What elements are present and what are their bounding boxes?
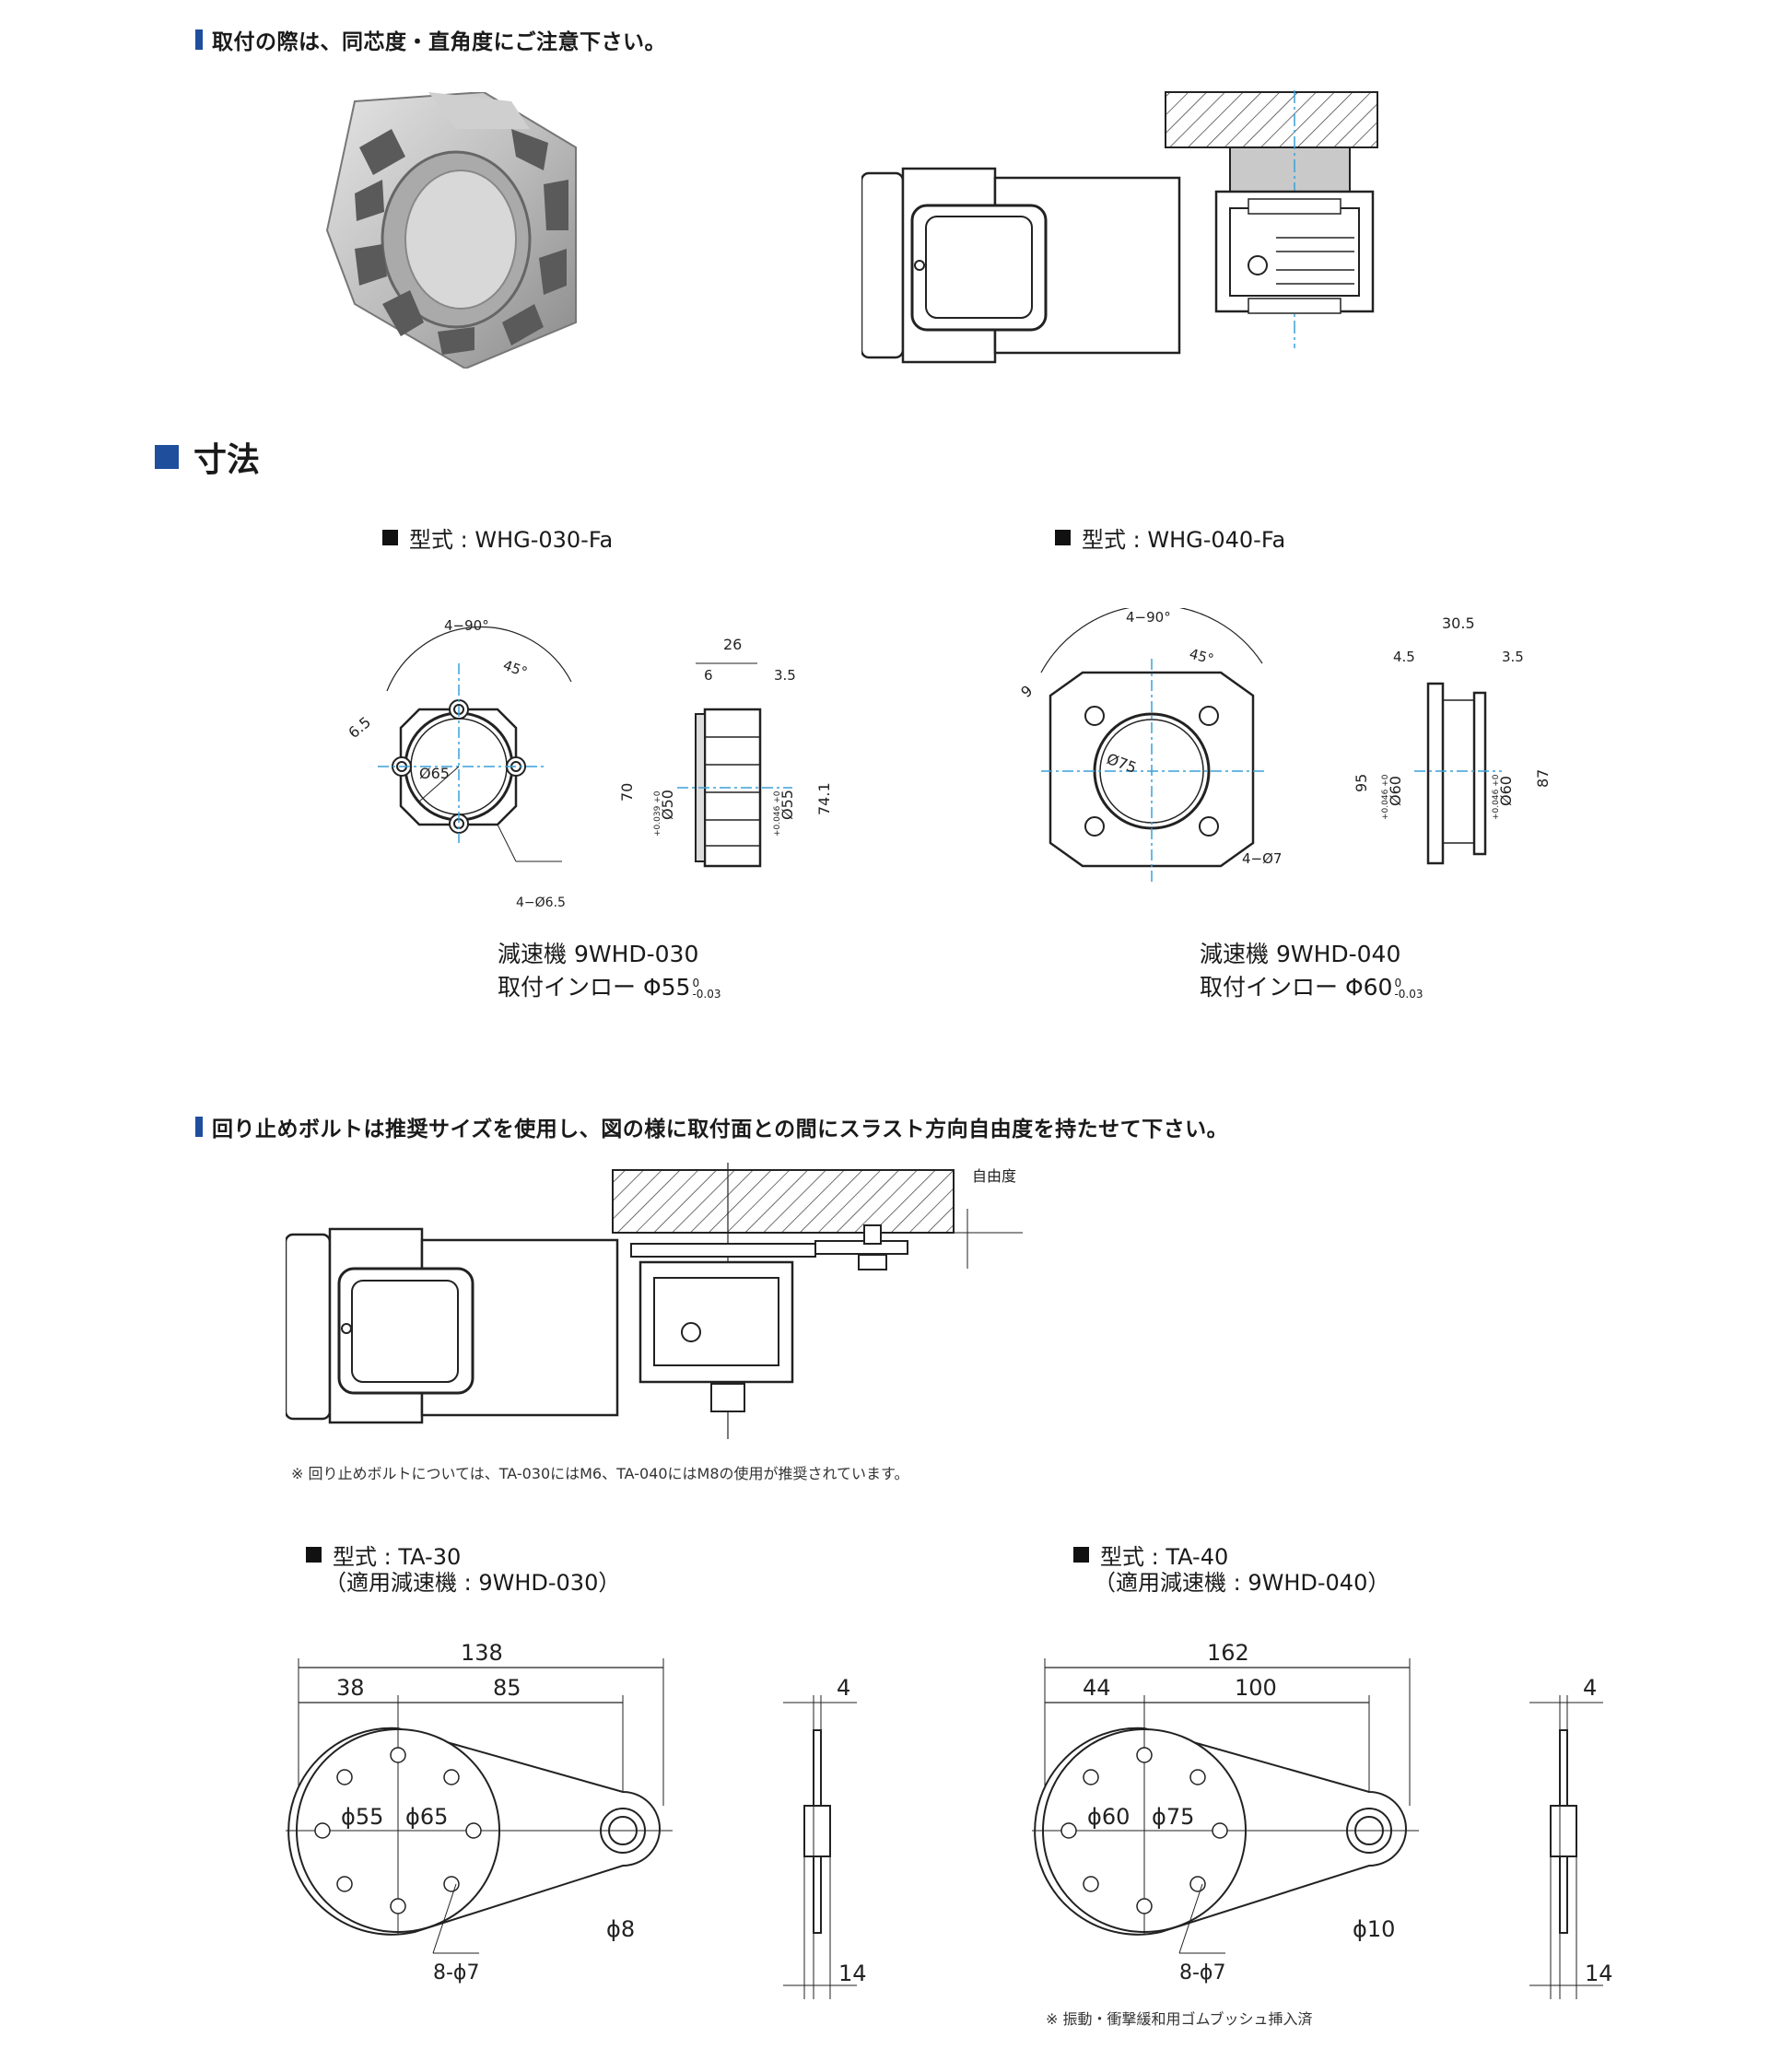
dim-right: 85: [493, 1675, 521, 1701]
dim-left: 38: [336, 1675, 365, 1701]
dim-holes: 8-ϕ7: [433, 1961, 479, 1984]
dim-right: 100: [1235, 1675, 1277, 1701]
dim-d65: ϕ65: [405, 1804, 448, 1830]
dim-holes: 4−Ø6.5: [516, 896, 566, 910]
dim-d65: Ø65: [419, 765, 450, 782]
dim-holes: 8-ϕ7: [1179, 1961, 1225, 1984]
ta40-sub: （適用減速機 : 9WHD-040）: [1094, 1570, 1390, 1596]
dim-left: 44: [1083, 1675, 1111, 1701]
dim-t14: 14: [1585, 1961, 1613, 1986]
motor-assembly-mount-drawing: [861, 90, 1378, 364]
dim-d60b-tol: +0.046 +0: [1492, 774, 1501, 820]
motor-torque-arm-drawing: 自由度: [286, 1163, 1023, 1439]
dim-d55-tol: +0.046 +0: [773, 790, 782, 837]
spigot-tol-lower: -0.03: [692, 988, 721, 1001]
dim-d50: Ø50: [659, 790, 676, 820]
dim-angle45: 45°: [501, 657, 530, 681]
dim-d55: Ø55: [779, 790, 796, 820]
spigot-text: 取付インロー Φ55: [498, 974, 691, 1001]
spigot-tol-upper: 0: [692, 977, 700, 989]
dim-angle: 4−90°: [444, 617, 489, 634]
dim-holes: 4−Ø7: [1242, 850, 1282, 867]
model-label-text: 型式 : WHG-040-Fa: [1082, 527, 1286, 553]
dim-95: 95: [1353, 774, 1370, 792]
bolt-caution-text: 回り止めボルトは推奨サイズを使用し、図の様に取付面との間にスラスト方向自由度を持…: [212, 1118, 1229, 1141]
dim-d60a-tol: +0.046 +0: [1381, 774, 1390, 820]
black-square: [306, 1547, 322, 1563]
spigot-tol-upper: 0: [1394, 977, 1402, 989]
ta30-sub: （適用減速機 : 9WHD-030）: [324, 1570, 621, 1596]
model-label-text: 型式 : WHG-030-Fa: [409, 527, 614, 553]
spigot-tol-lower: -0.03: [1394, 988, 1423, 1001]
dim-9: 9: [1017, 682, 1036, 701]
dim-d8: ϕ8: [606, 1916, 635, 1942]
dim-70: 70: [618, 783, 636, 802]
section-square: [155, 445, 179, 469]
reducer-name: 減速機 9WHD-040: [1200, 941, 1401, 967]
ta30-dimension-drawing: 138 38 85 ϕ55 ϕ65 ϕ8 8-ϕ7 4 14: [286, 1640, 867, 1999]
dim-d55: ϕ55: [341, 1804, 383, 1830]
dim-87: 87: [1534, 769, 1552, 788]
dim-t4: 4: [837, 1675, 850, 1701]
black-square: [1073, 1547, 1089, 1563]
dim-45: 4.5: [1393, 649, 1415, 665]
rubber-footnote: ※ 振動・衝撃緩和用ゴムブッシュ挿入済: [1046, 2010, 1313, 2028]
freedom-label: 自由度: [972, 1167, 1016, 1185]
whg040-dimension-drawing: 4−90° 45° Ø75 9 4−Ø7 30.5 4.5 3.5 95 Ø60…: [1017, 608, 1552, 884]
model-label-text: 型式 : TA-40: [1100, 1544, 1229, 1570]
mount-caution-text: 取付の際は、同芯度・直角度にご注意下さい。: [212, 30, 667, 54]
model-label-whg040: 型式 : WHG-040-Fa: [1055, 521, 1285, 554]
bolt-footnote: ※ 回り止めボルトについては、TA-030にはM6、TA-040にはM8の使用が…: [291, 1465, 909, 1482]
dim-26: 26: [723, 636, 742, 653]
dim-d60: ϕ60: [1087, 1804, 1130, 1830]
dim-d60b: Ø60: [1497, 776, 1515, 806]
dim-angle45: 45°: [1188, 645, 1215, 667]
mount-caution-heading: 取付の際は、同芯度・直角度にご注意下さい。: [195, 24, 666, 55]
spigot-text: 取付インロー Φ60: [1200, 974, 1393, 1001]
dim-t4: 4: [1583, 1675, 1597, 1701]
dim-d60a: Ø60: [1387, 776, 1404, 806]
model-label-text: 型式 : TA-30: [333, 1544, 462, 1570]
flange-3d-image: [325, 92, 577, 369]
dim-total: 138: [461, 1640, 503, 1666]
dim-t14: 14: [838, 1961, 867, 1986]
black-square: [1055, 530, 1071, 545]
model-label-ta40: 型式 : TA-40: [1073, 1539, 1228, 1571]
whg030-dimension-drawing: 4−90° 45° Ø65 6.5 4−Ø6.5 26 6 3.5 70 Ø50…: [345, 617, 833, 910]
dim-35: 3.5: [1502, 649, 1524, 665]
dim-305: 30.5: [1442, 615, 1475, 632]
dim-65: 6.5: [345, 713, 374, 742]
bullet-bar: [195, 1117, 203, 1137]
bullet-bar: [195, 29, 203, 50]
model-label-whg030: 型式 : WHG-030-Fa: [382, 521, 613, 554]
dim-d10: ϕ10: [1353, 1916, 1395, 1942]
reducer-name: 減速機 9WHD-030: [498, 941, 699, 967]
dim-angle: 4−90°: [1126, 609, 1171, 626]
dimensions-section-title: 寸法: [155, 433, 260, 481]
bolt-caution-heading: 回り止めボルトは推奨サイズを使用し、図の様に取付面との間にスラスト方向自由度を持…: [195, 1111, 1228, 1142]
dim-d50-tol: +0.039 +0: [653, 790, 662, 837]
black-square: [382, 530, 398, 545]
dim-d75: ϕ75: [1152, 1804, 1194, 1830]
ta40-dimension-drawing: 162 44 100 ϕ60 ϕ75 ϕ10 8-ϕ7 4 14: [1032, 1640, 1613, 1999]
dim-35: 3.5: [774, 667, 796, 684]
section-title-text: 寸法: [193, 441, 261, 479]
dim-6: 6: [704, 667, 713, 684]
model-label-ta30: 型式 : TA-30: [306, 1539, 461, 1571]
dim-total: 162: [1207, 1640, 1249, 1666]
dim-741: 74.1: [815, 782, 833, 815]
